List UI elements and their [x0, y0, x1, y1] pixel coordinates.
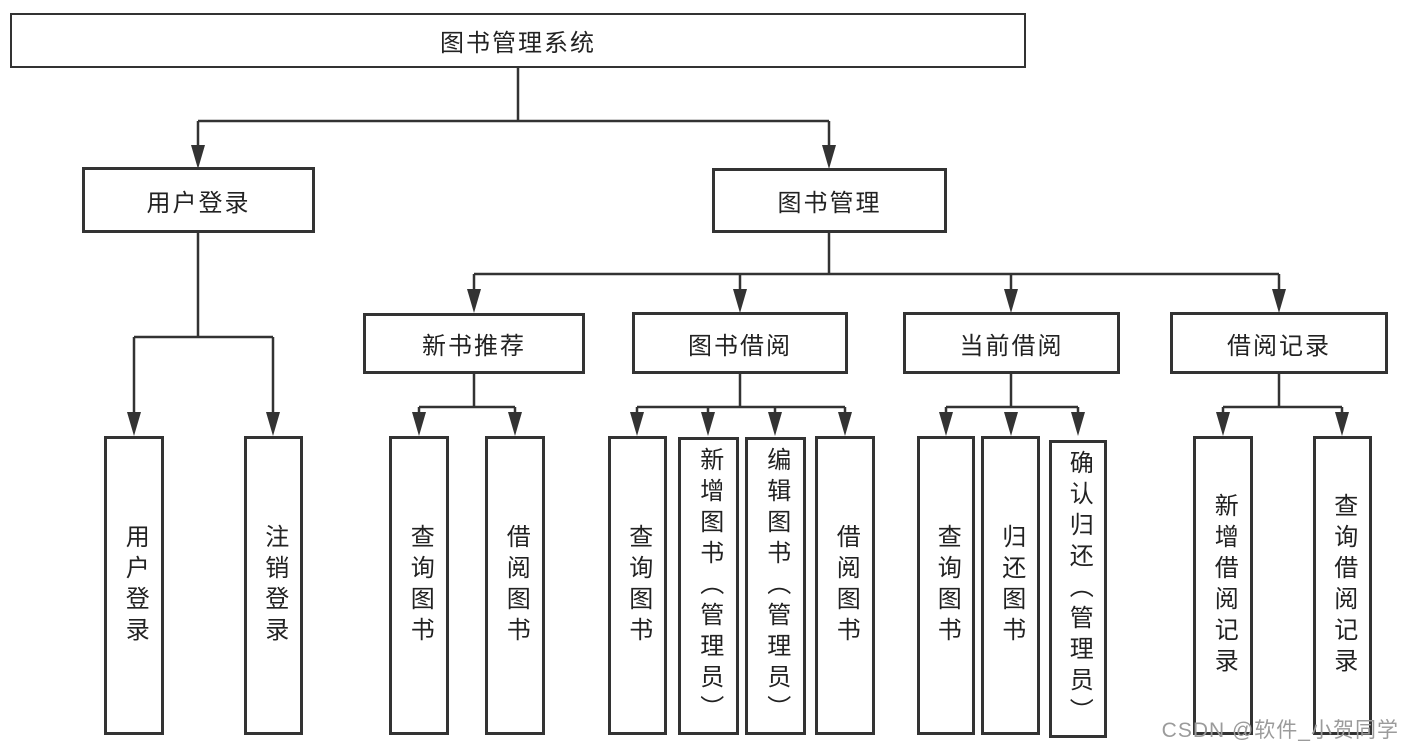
connector-user-login-to-leaves [127, 233, 280, 436]
node-label: 查询图书 [624, 523, 652, 648]
node-new-book-recommendation: 新书推荐 [363, 313, 585, 374]
leaf-record-query-borrow-record: 查询借阅记录 [1313, 436, 1372, 735]
node-current-borrowing: 当前借阅 [903, 312, 1120, 374]
leaf-recommend-query-books: 查询图书 [389, 436, 449, 735]
node-label: 注销登录 [260, 523, 288, 648]
leaf-borrow-add-books-admin: 新增图书（管理员） [678, 437, 739, 735]
connector-current-borrow-to-leaves [939, 374, 1085, 436]
node-label: 借阅图书 [502, 523, 530, 648]
node-label: 编辑图书（管理员） [762, 446, 790, 726]
leaf-recommend-borrow-books: 借阅图书 [485, 436, 545, 735]
node-label: 图书管理系统 [440, 30, 596, 57]
node-label: 查询图书 [406, 523, 434, 648]
node-label: 图书管理 [777, 190, 882, 217]
node-library-management-system: 图书管理系统 [10, 13, 1026, 68]
connector-root-to-level2 [191, 68, 836, 169]
node-book-management: 图书管理 [712, 168, 947, 233]
connector-book-borrow-to-leaves [630, 374, 852, 436]
node-label: 用户登录 [121, 523, 149, 648]
node-label: 新增图书（管理员） [695, 446, 723, 726]
leaf-record-add-borrow-record: 新增借阅记录 [1193, 436, 1253, 735]
node-label: 归还图书 [997, 523, 1025, 648]
connector-borrow-record-to-leaves [1216, 374, 1349, 436]
node-book-borrowing: 图书借阅 [632, 312, 848, 374]
leaf-borrow-edit-books-admin: 编辑图书（管理员） [745, 437, 806, 735]
node-label: 查询借阅记录 [1329, 492, 1357, 679]
leaf-borrow-query-books: 查询图书 [608, 436, 667, 735]
leaf-user-login: 用户登录 [104, 436, 164, 735]
connector-new-book-to-leaves [412, 374, 522, 436]
connector-book-management-to-level3 [467, 233, 1286, 313]
leaf-logout: 注销登录 [244, 436, 303, 735]
node-label: 当前借阅 [959, 332, 1064, 360]
leaf-current-query-books: 查询图书 [917, 436, 975, 735]
csdn-watermark: CSDN @软件_小贺同学 [1161, 719, 1399, 742]
node-label: 新增借阅记录 [1210, 492, 1238, 679]
node-user-login: 用户登录 [82, 167, 315, 233]
node-label: 借阅图书 [832, 523, 860, 648]
node-label: 新书推荐 [422, 333, 526, 360]
node-label: 查询图书 [933, 523, 961, 648]
node-label: 图书借阅 [688, 332, 792, 360]
node-label: 借阅记录 [1227, 332, 1331, 360]
node-borrowing-records: 借阅记录 [1170, 312, 1388, 374]
leaf-borrow-borrow-books: 借阅图书 [815, 436, 875, 735]
node-label: 用户登录 [146, 189, 251, 217]
leaf-current-confirm-return-admin: 确认归还（管理员） [1049, 440, 1107, 738]
node-label: 确认归还（管理员） [1065, 449, 1093, 729]
leaf-current-return-books: 归还图书 [981, 436, 1040, 735]
